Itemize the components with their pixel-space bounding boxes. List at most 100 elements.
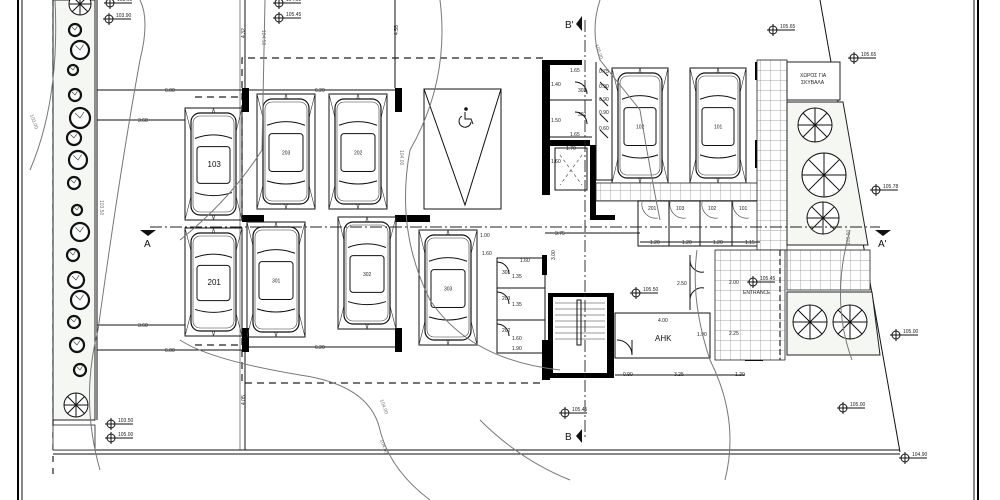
dimension-value: 1.90 xyxy=(697,332,707,338)
car-rear-window xyxy=(428,316,468,321)
dimension-value: 1.20 xyxy=(650,240,660,246)
staircase xyxy=(548,293,614,378)
entrance-label: ENTRANCE xyxy=(743,290,771,296)
elevation-marker: 105.00 xyxy=(837,402,866,414)
car-windshield xyxy=(347,243,387,248)
car-windshield xyxy=(621,95,659,100)
car-rear-window xyxy=(338,180,378,185)
tree-icon xyxy=(66,63,80,77)
dimension-value: 1.35 xyxy=(512,302,522,308)
storage-unit-number: 102 xyxy=(708,206,717,212)
waste-area-label: ΣΚΥΒΑΛΑ xyxy=(801,80,825,86)
elevation-value: 105.50 xyxy=(643,287,659,293)
car-rear-window xyxy=(266,180,306,185)
elevation-marker: 105.45 xyxy=(747,276,776,288)
car-rear-window xyxy=(699,154,737,159)
contour-elevation: 103.50 xyxy=(846,229,852,245)
elevation-marker: 105.45 xyxy=(559,407,588,419)
elevation-value: 105.45 xyxy=(760,276,776,282)
car-icon xyxy=(262,98,310,205)
wheelchair-icon xyxy=(458,107,474,128)
car-windshield xyxy=(256,249,296,254)
parking-space[interactable]: 102 xyxy=(611,67,669,184)
car-body xyxy=(619,75,661,176)
dimension-value: 1.60 xyxy=(482,251,492,257)
contour-elevation: 104.00 xyxy=(398,150,404,166)
tree-icon xyxy=(66,175,82,191)
car-icon xyxy=(334,98,382,205)
car-rear-window xyxy=(347,301,387,306)
dimension-value: 0.90 xyxy=(599,97,609,103)
elevation-marker: 103.90 xyxy=(103,13,132,25)
parking-space[interactable]: 302 xyxy=(337,215,397,331)
dimension-value: 1.60 xyxy=(551,159,561,165)
car-roof xyxy=(623,107,657,146)
tree-icon xyxy=(65,129,83,147)
parking-space[interactable]: 202 xyxy=(328,93,388,210)
dimension-value: 4.05 xyxy=(241,395,247,405)
tree-icon xyxy=(66,270,86,290)
dimension-value: 0.90 xyxy=(599,84,609,90)
car-body xyxy=(426,237,470,338)
dimension-value: 1.20 xyxy=(713,240,723,246)
entrance-paving: ENTRANCE xyxy=(714,59,871,361)
car-body xyxy=(697,75,739,176)
dimension-value: 1.65 xyxy=(570,68,580,74)
dimension-value: 1.20 xyxy=(682,240,692,246)
car-body xyxy=(264,101,308,202)
car-rear-window xyxy=(194,308,233,313)
dimension-value: 6.00 xyxy=(165,88,175,94)
tree-icon xyxy=(67,87,83,103)
dimension-value: 1.00 xyxy=(480,233,490,239)
elevation-marker: 105.00 xyxy=(890,329,919,341)
door-swing xyxy=(641,201,659,219)
dimension-value: 1.60 xyxy=(512,336,522,342)
section-lines: A A' B' B xyxy=(140,16,891,443)
tree-icon xyxy=(806,201,840,235)
elevation-value: 104.92 xyxy=(286,0,302,3)
car-icon xyxy=(617,72,663,179)
tree-icon xyxy=(67,22,83,38)
elevation-marker: 104.90 xyxy=(899,452,928,464)
elevation-marker: 105.78 xyxy=(870,184,899,196)
car-windshield xyxy=(194,253,233,258)
dimension-value: 6.00 xyxy=(165,348,175,354)
tree-icon xyxy=(797,107,833,143)
parking-space[interactable]: 203 xyxy=(256,93,316,210)
dimension-value: 1.35 xyxy=(512,274,522,280)
parking-space[interactable]: 101 xyxy=(689,67,747,184)
dimension-value: 1.20 xyxy=(735,372,745,378)
dimension-value: 2.25 xyxy=(729,331,739,337)
room-label: 303 xyxy=(578,88,587,94)
dimension-value: 1.70 xyxy=(566,146,576,152)
dimension-value: 0.60 xyxy=(599,126,609,132)
tree-icon xyxy=(68,106,92,130)
elevation-marker: 103.60 xyxy=(104,0,133,9)
elevation-marker: 104.92 xyxy=(273,0,302,9)
car-icon xyxy=(343,221,391,325)
door-swing xyxy=(701,201,719,219)
elevation-value: 105.00 xyxy=(903,329,919,335)
tree-icon xyxy=(65,247,81,263)
car-icon xyxy=(424,234,472,341)
parking-space[interactable]: 303 xyxy=(418,229,478,346)
columns xyxy=(242,62,763,361)
tree-icon xyxy=(68,336,86,354)
tree-icon xyxy=(63,392,89,418)
parking-space[interactable]: 201 xyxy=(184,226,243,338)
dimension-value: 1.50 xyxy=(551,118,561,124)
accessible-parking-space[interactable] xyxy=(423,88,502,210)
parking-space[interactable]: 301 xyxy=(246,221,306,338)
contour-elevation: 103.00 xyxy=(28,114,39,131)
car-windshield xyxy=(194,134,233,139)
car-roof xyxy=(196,146,231,184)
elevation-value: 105.45 xyxy=(572,407,588,413)
parking-space[interactable]: 103 xyxy=(184,107,243,221)
electric-room: ΑΗΚ xyxy=(614,255,711,359)
dimension-value: 1.40 xyxy=(551,82,561,88)
sheet-frame xyxy=(17,0,979,500)
car-windshield xyxy=(338,121,378,126)
car-rear-window xyxy=(621,154,659,159)
